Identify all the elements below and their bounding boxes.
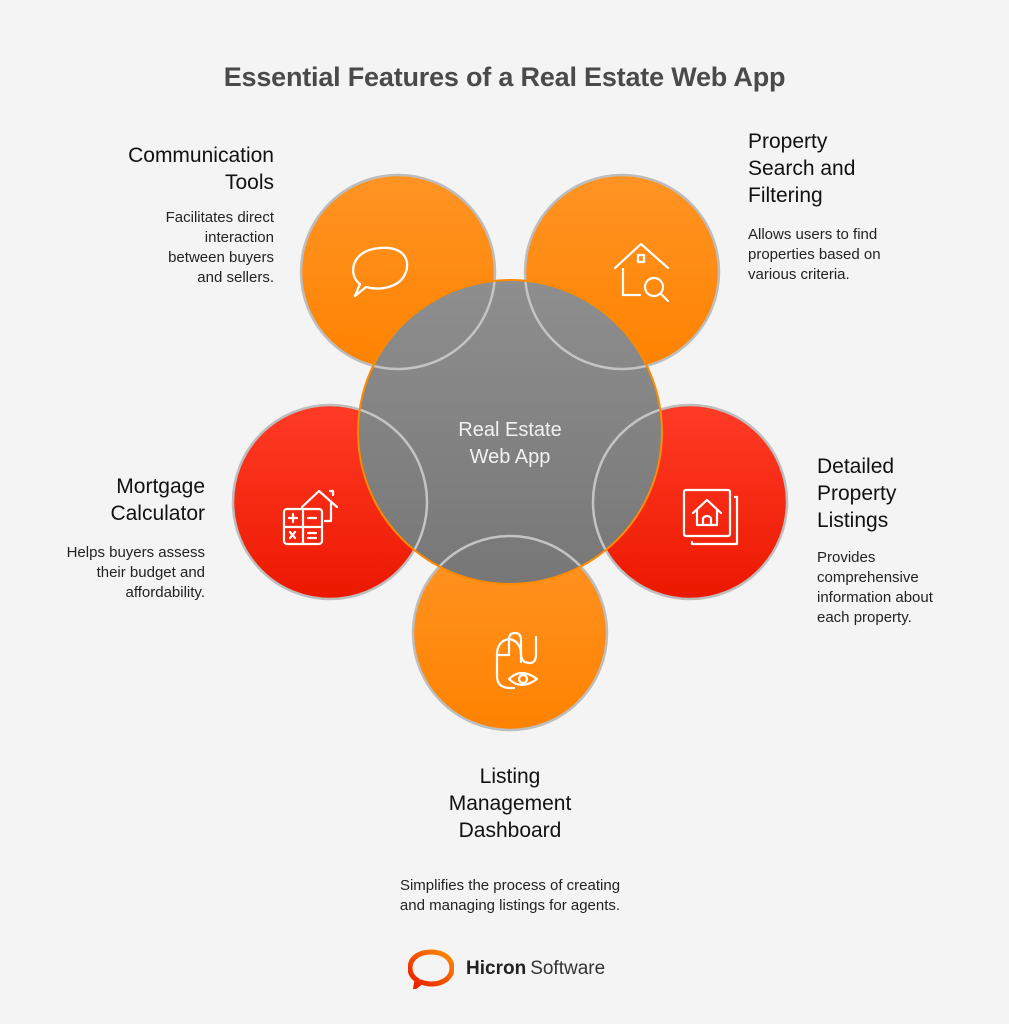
feature-communication-tools: Communication Tools Facilitates direct i… — [80, 142, 274, 288]
calculator-house-icon — [282, 489, 339, 546]
feature-heading: Mortgage Calculator — [110, 475, 205, 525]
feature-detailed-listings: Detailed Property Listings Provides comp… — [817, 453, 997, 628]
speech-bubble-icon — [352, 246, 409, 298]
feature-description: Provides comprehensive information about… — [817, 549, 933, 626]
house-search-icon — [613, 242, 670, 303]
feature-description: Facilitates direct interaction between b… — [165, 209, 274, 286]
speech-ring-logo-icon — [408, 949, 454, 989]
brand-name-bold: Hicron — [466, 958, 527, 979]
feature-heading: Detailed Property Listings — [817, 455, 897, 532]
center-circle — [357, 279, 663, 585]
page-title: Essential Features of a Real Estate Web … — [223, 62, 786, 92]
feature-heading: Property Search and Filtering — [748, 130, 856, 207]
feature-description: Helps buyers assess their budget and aff… — [66, 544, 205, 601]
feature-mortgage-calculator: Mortgage Calculator Helps buyers assess … — [20, 473, 205, 603]
feature-description: Simplifies the process of creating and m… — [399, 877, 621, 914]
brand-logo: Hicron Software — [408, 949, 605, 989]
brand-name-light: Software — [530, 958, 606, 979]
feature-heading: Listing Management Dashboard — [448, 765, 572, 842]
mouse-eye-icon — [495, 631, 539, 690]
center-label: Real Estate Web App — [458, 419, 562, 468]
house-listing-icon — [682, 488, 739, 546]
feature-heading: Communication Tools — [128, 144, 274, 194]
feature-description: Allows users to find properties based on… — [748, 226, 881, 283]
feature-property-search: Property Search and Filtering Allows use… — [748, 128, 948, 285]
feature-listing-dashboard: Listing Management Dashboard Simplifies … — [310, 763, 710, 916]
